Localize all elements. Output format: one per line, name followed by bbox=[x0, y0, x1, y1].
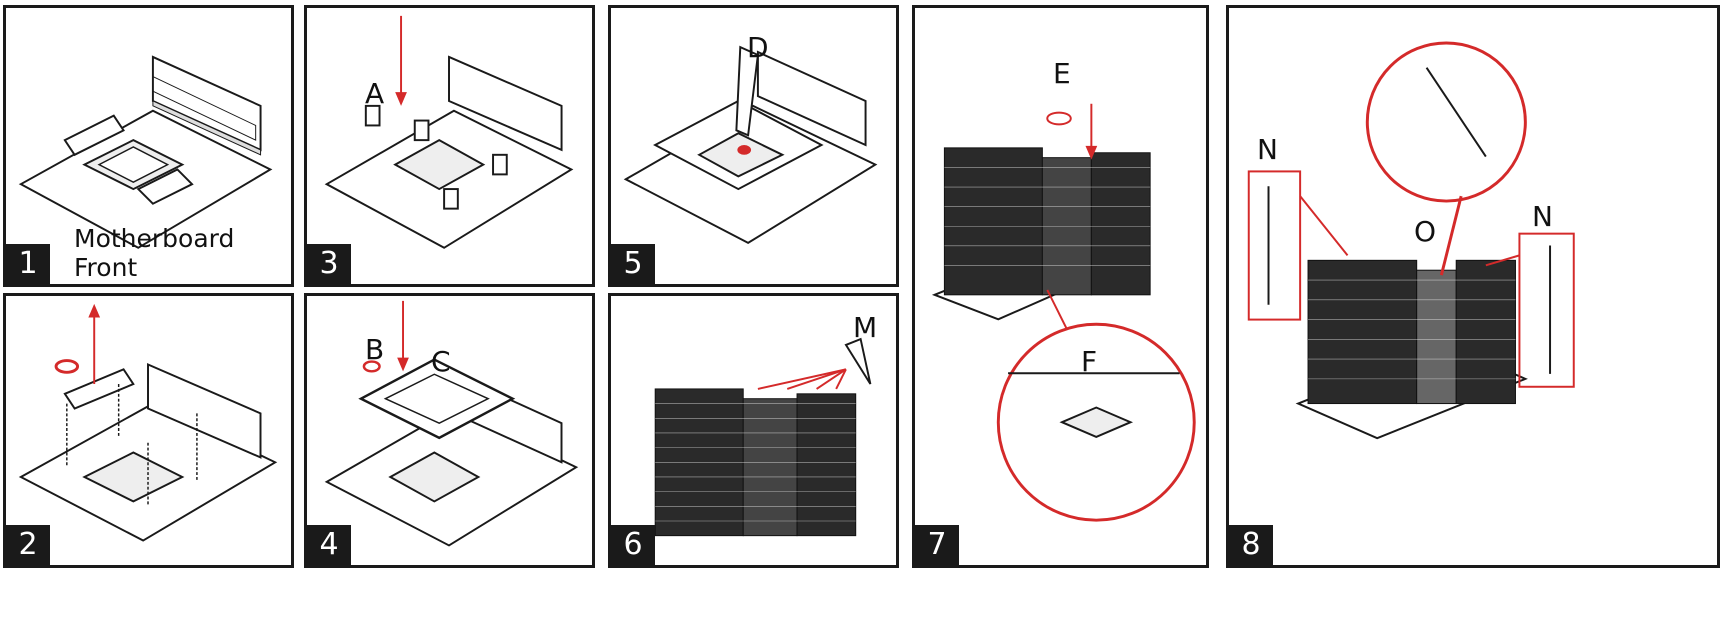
step-number-5: 5 bbox=[611, 244, 655, 284]
label-b: B bbox=[365, 333, 385, 366]
panel-step-4: B C 4 bbox=[304, 293, 595, 568]
mounting-bracket-illustration bbox=[324, 300, 579, 547]
step-number-8: 8 bbox=[1229, 525, 1273, 565]
step-number-2: 2 bbox=[6, 525, 50, 565]
label-n-left: N bbox=[1257, 133, 1278, 166]
panel-step-3: A 3 bbox=[304, 5, 595, 287]
panel-step-5: D 5 bbox=[608, 5, 899, 287]
step-number-7: 7 bbox=[915, 525, 959, 565]
panel-step-1: 1 Motherboard Front bbox=[3, 5, 294, 287]
label-o: O bbox=[1414, 215, 1437, 248]
step-number-3: 3 bbox=[307, 244, 351, 284]
label-m: M bbox=[853, 311, 878, 344]
step-number-4: 4 bbox=[307, 525, 351, 565]
panel-step-2: 2 bbox=[3, 293, 294, 568]
heatsink-cover-illustration bbox=[654, 337, 872, 537]
thermal-paste-illustration bbox=[623, 45, 878, 245]
motherboard-front-caption: Motherboard Front bbox=[74, 224, 235, 282]
label-d: D bbox=[747, 31, 769, 64]
panel-step-6: M 6 bbox=[608, 293, 899, 568]
standoff-install-illustration bbox=[324, 15, 574, 249]
step-number-6: 6 bbox=[611, 525, 655, 565]
label-n-right: N bbox=[1532, 200, 1553, 233]
heatsink-mounting-illustration bbox=[931, 103, 1196, 522]
label-e: E bbox=[1053, 57, 1071, 90]
motherboard-illustration bbox=[18, 55, 273, 249]
fan-clip-illustration bbox=[1247, 41, 1575, 440]
label-f: F bbox=[1081, 345, 1098, 378]
panel-step-7: E F 7 bbox=[912, 5, 1209, 568]
label-c: C bbox=[431, 345, 451, 378]
step-number-1: 1 bbox=[6, 244, 50, 284]
label-a: A bbox=[365, 77, 385, 110]
panel-step-8: N O N 8 bbox=[1226, 5, 1720, 568]
backplate-removal-illustration bbox=[18, 303, 278, 542]
